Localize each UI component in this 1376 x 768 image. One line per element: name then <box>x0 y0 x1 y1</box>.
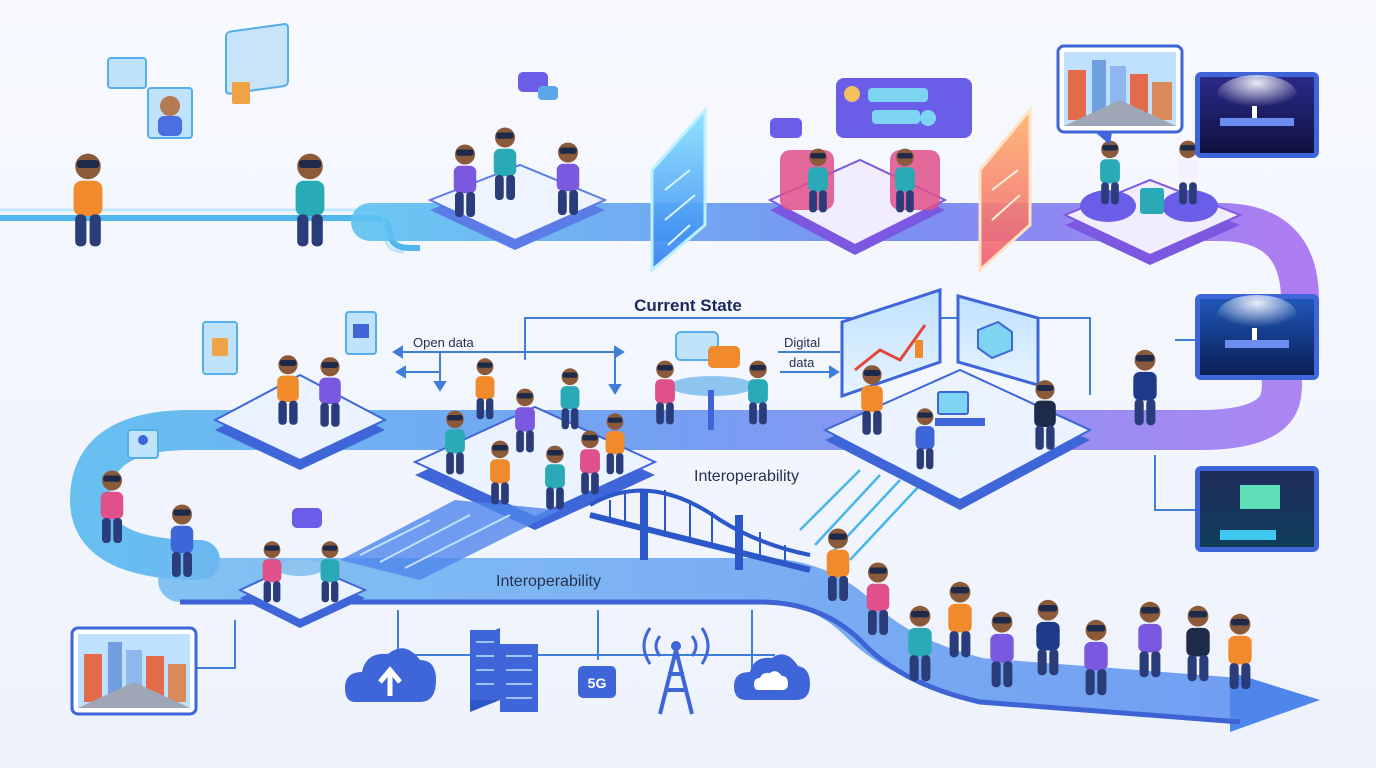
digital-data-label-line2: data <box>789 355 815 370</box>
people-group-meeting <box>453 72 580 217</box>
people-cafe <box>1080 140 1218 222</box>
5g-label: 5G <box>588 675 607 691</box>
chat-bubble-icon <box>518 72 558 100</box>
path-arrow-head <box>1230 672 1320 732</box>
people-left-track <box>100 429 194 577</box>
people-small-meeting <box>262 508 340 603</box>
data-streams <box>799 469 921 561</box>
people-walking-crowd <box>826 528 1252 696</box>
platform-shopping <box>212 373 388 470</box>
chat-bubble-icon <box>292 508 322 528</box>
people-virtual-call <box>73 23 325 247</box>
people-office-analytics <box>840 287 1056 470</box>
studio-scene-panel <box>1195 466 1319 552</box>
concert-stage-panel <box>1195 294 1319 380</box>
people-shopping <box>202 311 377 427</box>
server-rack-icon <box>470 628 538 712</box>
data-arrows <box>392 345 840 395</box>
concert-stage-panel <box>1195 72 1319 158</box>
current-state-label: Current State <box>634 296 742 315</box>
people-workspace <box>655 331 768 430</box>
open-data-label: Open data <box>413 335 474 350</box>
city-scene-panel <box>70 626 198 716</box>
people-lounge-chat <box>770 78 972 213</box>
cloud-upload-icon <box>345 648 436 702</box>
bridge-icon <box>340 488 811 580</box>
data-flow-lines <box>195 317 1200 673</box>
cell-tower-icon <box>642 627 710 715</box>
platform-office <box>822 368 1093 510</box>
5g-badge-icon: 5G <box>578 666 616 698</box>
portal-gate-icon <box>978 105 1032 274</box>
digital-data-label-line1: Digital <box>784 335 820 350</box>
city-scene-panel <box>1056 44 1184 145</box>
interoperability-label-top: Interoperability <box>694 468 799 485</box>
chat-bubble-icon <box>770 118 802 138</box>
cloud-icon <box>734 654 810 700</box>
interoperability-label-bottom: Interoperability <box>496 573 601 590</box>
portal-gate-icon <box>650 106 707 274</box>
